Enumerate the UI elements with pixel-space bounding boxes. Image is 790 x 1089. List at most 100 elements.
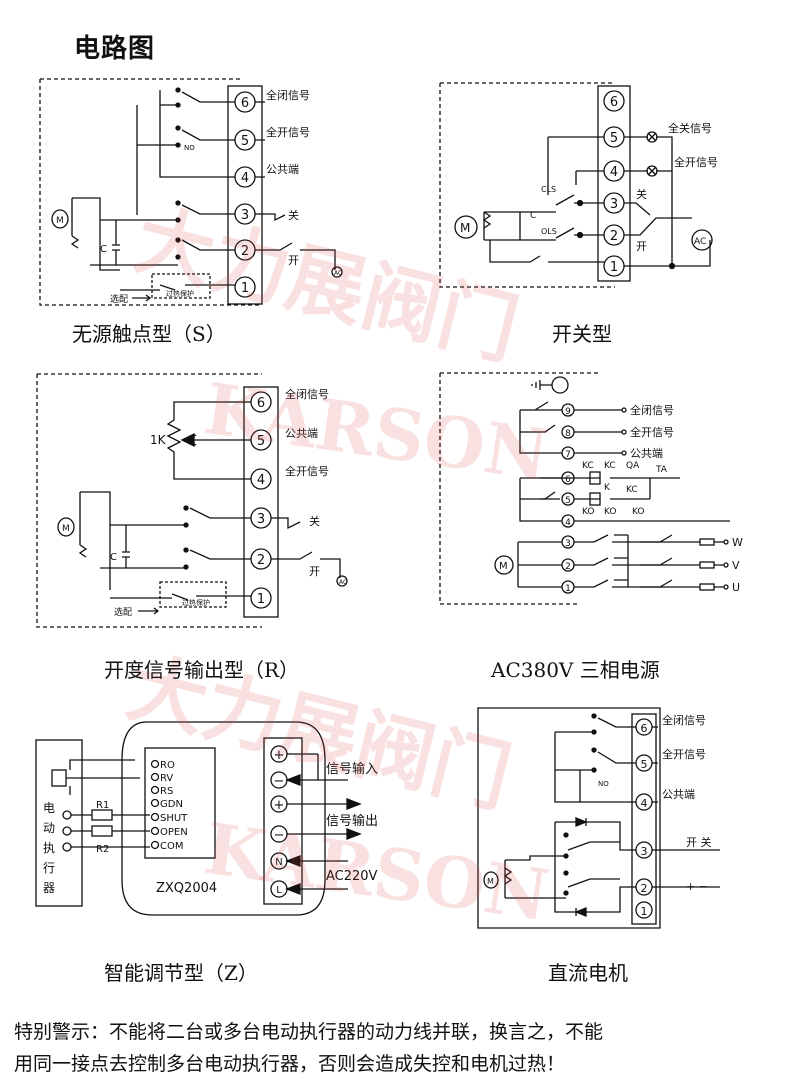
s-ac-label: AC (334, 270, 342, 277)
switch-terminal-2: 2 (610, 229, 618, 244)
ac380-motor-label: M (499, 561, 508, 572)
r-capacitor-label: C (110, 552, 117, 563)
s-capacitor-label: C (100, 244, 107, 255)
ac380-terminal-8: 8 (565, 429, 571, 439)
dc-no-label: NO (598, 780, 609, 788)
z-signal-in-label: 信号输入 (326, 761, 378, 777)
z-controller-label: ZXQ2004 (156, 881, 217, 896)
ac380-terminal-block: 9 8 7 6 5 4 3 2 1 (561, 403, 575, 594)
r-select-label: 选配 (114, 606, 132, 618)
diagram-s-type: 6 5 4 3 2 1 全闭信号 全开信号 公共端 关 开 NO AC M (39, 78, 343, 306)
switch-label-close: 关 (636, 187, 647, 201)
switch-terminal-4: 4 (610, 165, 618, 180)
ac380-k-label: K (604, 483, 611, 493)
r-label-full-open: 全开信号 (285, 464, 329, 478)
s-label-close: 关 (288, 208, 299, 222)
switch-ols-label: OLS (541, 227, 557, 236)
ac380-terminal-3: 3 (565, 539, 571, 549)
switch-ac-label: AC (694, 237, 706, 247)
s-motor-label: M (56, 216, 64, 226)
ac380-terminal-2: 2 (565, 562, 571, 572)
s-terminal-1: 1 (241, 281, 249, 296)
switch-label-full-close: 全关信号 (668, 121, 712, 135)
r-terminal-4: 4 (257, 473, 265, 488)
r-ac-label: AC (339, 579, 347, 586)
r-label-full-close: 全闭信号 (285, 387, 329, 401)
dc-terminal-1: 1 (641, 905, 648, 918)
ac380-label-common: 公共端 (630, 447, 663, 460)
dc-terminal-5: 5 (641, 758, 648, 771)
dc-motor-label: M (487, 877, 494, 886)
dc-label-switch: 开 关 (686, 835, 712, 849)
r-terminal-6: 6 (257, 396, 265, 411)
caption-r-type: 开度信号输出型（R） (104, 658, 300, 682)
switch-capacitor-label: C (530, 211, 536, 221)
dc-label-full-close: 全闭信号 (662, 713, 706, 727)
z-actuator-label-1: 电 (43, 801, 55, 815)
dc-terminal-6: 6 (641, 722, 648, 735)
z-power-label: AC220V (326, 869, 378, 884)
dc-label-common: 公共端 (662, 788, 695, 801)
z-pin-shut: SHUT (160, 813, 188, 824)
warning-line-2: 用同一接点去控制多台电动执行器，否则会造成失控和电机过热！ (14, 1053, 566, 1075)
diagram-switch-type: 6 5 4 3 2 1 全关信号 全开信号 关 开 AC CLS OLS M C (439, 82, 718, 288)
ac380-terminal-4: 4 (565, 518, 571, 528)
switch-terminal-block: 6 5 4 3 2 1 (603, 90, 625, 277)
z-pin-rs: RS (160, 786, 173, 797)
z-actuator-label-4: 行 (43, 861, 55, 875)
z-signal-out-label: 信号输出 (326, 813, 378, 829)
switch-cls-label: CLS (541, 185, 556, 194)
r-terminal-5: 5 (257, 434, 265, 449)
ac380-terminal-7: 7 (565, 450, 571, 460)
dc-terminal-2: 2 (641, 882, 648, 895)
z-pin-ro: RO (160, 760, 175, 771)
s-label-full-open: 全开信号 (266, 125, 310, 139)
z-symbol-minus-1: − (274, 774, 285, 789)
caption-z-type: 智能调节型（Z） (104, 961, 258, 985)
s-terminal-4: 4 (241, 171, 249, 186)
ac380-kc-label-3: KC (626, 485, 638, 495)
ac380-ta-label: TA (655, 465, 668, 475)
switch-label-open: 开 (636, 240, 647, 253)
z-actuator-label-3: 执 (43, 841, 55, 855)
r-thermal-label: 过热保护 (182, 598, 210, 607)
switch-label-full-open: 全开信号 (674, 155, 718, 169)
ac380-ko-label: KO (582, 507, 595, 517)
switch-terminal-3: 3 (610, 197, 618, 212)
diagram-r-type: 6 5 4 3 2 1 全闭信号 公共端 全开信号 关 开 1K AC M C … (36, 373, 348, 628)
z-pin-com: COM (160, 841, 183, 852)
switch-motor-label: M (460, 221, 470, 235)
r-label-common: 公共端 (285, 427, 318, 440)
z-pin-open: OPEN (160, 827, 188, 838)
warning-note: 特别警示：不能将二台或多台电动执行器的动力线并联，换言之，不能 用同一接点去控制… (14, 1016, 779, 1080)
s-label-open: 开 (288, 254, 299, 267)
s-terminal-3: 3 (241, 208, 249, 223)
ac380-label-full-close: 全闭信号 (630, 403, 674, 417)
s-terminal-6: 6 (241, 96, 249, 111)
z-symbol-l: L (276, 885, 282, 896)
switch-terminal-1: 1 (610, 260, 618, 275)
r-terminal-1: 1 (257, 592, 265, 607)
ac380-terminal-5: 5 (565, 496, 571, 506)
ac380-terminal-6: 6 (565, 475, 571, 485)
r-label-open: 开 (309, 565, 320, 578)
caption-dc-motor: 直流电机 (548, 961, 628, 985)
z-pin-gdn: GDN (160, 799, 183, 810)
z-pin-rv: RV (160, 773, 173, 784)
z-terminal-symbols: + − + − N L (270, 745, 288, 898)
z-actuator-label-2: 动 (43, 821, 55, 835)
s-thermal-label: 过热保护 (166, 289, 194, 298)
ac380-terminal-9: 9 (565, 407, 571, 417)
page-title: 电路图 (74, 34, 156, 64)
switch-terminal-6: 6 (610, 95, 618, 110)
ac380-ko-label-3: KO (632, 507, 645, 517)
dc-terminal-3: 3 (641, 845, 648, 858)
z-controller-pins: RO RV RS GDN SHUT OPEN COM (150, 759, 188, 852)
ac380-label-full-open: 全开信号 (630, 425, 674, 439)
switch-terminal-5: 5 (610, 131, 618, 146)
ac380-terminal-1: 1 (565, 584, 571, 594)
caption-s-type: 无源触点型（S） (72, 322, 226, 346)
r-pot-label: 1K (150, 433, 167, 447)
s-terminal-5: 5 (241, 134, 249, 149)
